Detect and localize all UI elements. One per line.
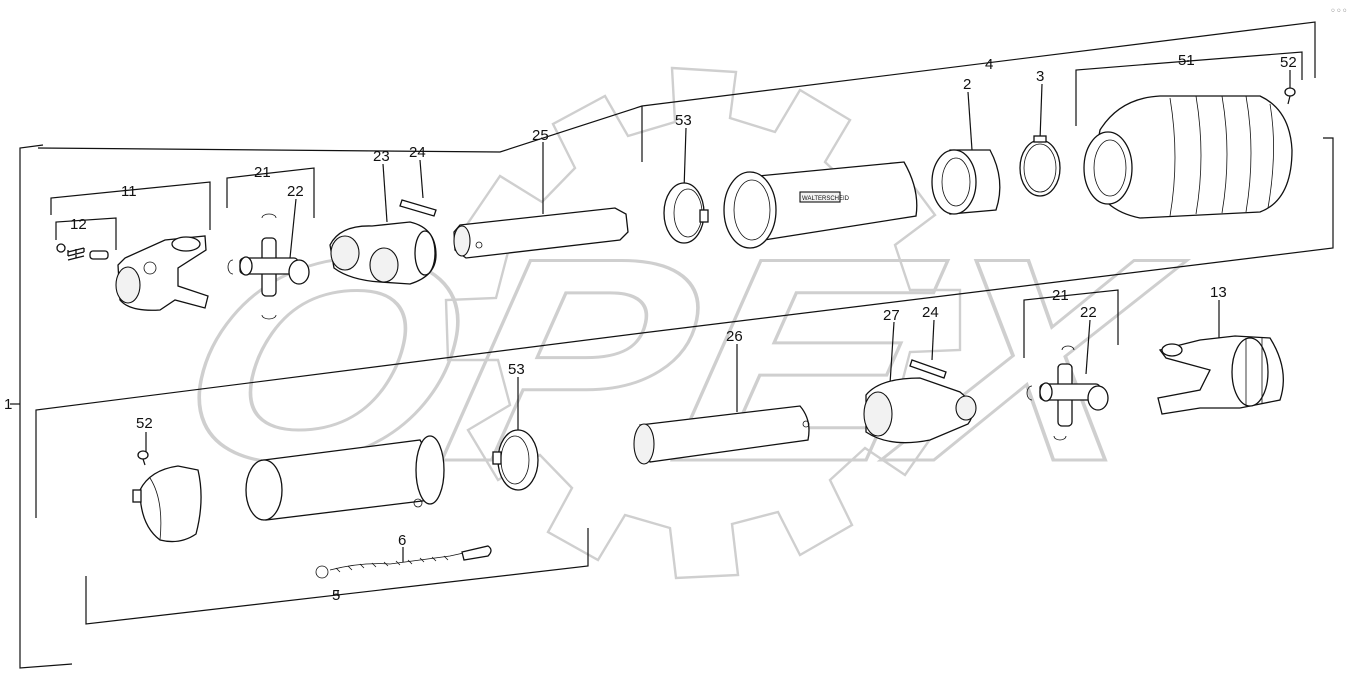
part-5-guard-cone	[132, 465, 202, 543]
label-11: 11	[121, 183, 137, 200]
label-6: 6	[398, 532, 406, 549]
part-25-inner-tube	[453, 207, 629, 259]
label-52-bottom: 52	[136, 415, 153, 432]
label-4: 4	[985, 56, 993, 73]
part-2-bearing-cap	[931, 149, 1001, 215]
label-5: 5	[332, 587, 340, 604]
tube-marking: WALTERSCHEID	[802, 196, 850, 202]
label-24-top: 24	[409, 144, 426, 161]
part-6-chain	[315, 545, 492, 579]
part-5-guard-tube	[245, 435, 445, 521]
label-21-right: 21	[1052, 287, 1069, 304]
leader-lines	[145, 70, 1291, 562]
part-26-outer-tube	[633, 405, 810, 465]
label-53-bottom: 53	[508, 361, 525, 378]
label-22-right: 22	[1080, 304, 1097, 321]
part-12-pin-spring	[56, 243, 109, 261]
corner-dots: ◦◦◦	[1330, 6, 1348, 17]
label-12: 12	[70, 216, 87, 233]
label-27: 27	[883, 307, 900, 324]
reference-numbers: 1 2 3 4 5 6 11 12 13 21 22 21 22 23 24 2…	[4, 52, 1297, 604]
label-2: 2	[963, 76, 971, 93]
part-13-yoke	[1157, 335, 1284, 415]
part-4-guard-tube: WALTERSCHEID	[723, 161, 918, 249]
label-51: 51	[1178, 52, 1195, 69]
label-52-top: 52	[1280, 54, 1297, 71]
part-52-screw-top	[1284, 87, 1296, 105]
part-53-bearing-ring-top	[663, 182, 709, 244]
label-53-top: 53	[675, 112, 692, 129]
part-23-inner-yoke	[329, 221, 437, 285]
part-24-spring-pin	[399, 199, 947, 379]
part-52-screw-bottom	[137, 450, 149, 466]
part-11-yoke	[115, 235, 209, 311]
part-21-cross-kit-left	[227, 213, 310, 320]
label-22-left: 22	[287, 183, 304, 200]
label-23: 23	[373, 148, 390, 165]
label-21-left: 21	[254, 164, 271, 181]
part-3-clamp	[1019, 135, 1061, 197]
part-27-inner-yoke	[863, 377, 977, 444]
label-25: 25	[532, 127, 549, 144]
part-21-cross-kit-right	[1026, 345, 1109, 441]
part-53-bearing-ring-bottom	[492, 429, 539, 491]
label-3: 3	[1036, 68, 1044, 85]
label-24-bottom: 24	[922, 304, 939, 321]
assembly-brackets	[10, 21, 1334, 669]
label-26: 26	[726, 328, 743, 345]
part-51-bellows	[1083, 95, 1293, 219]
label-13: 13	[1210, 284, 1227, 301]
label-1: 1	[4, 396, 12, 413]
